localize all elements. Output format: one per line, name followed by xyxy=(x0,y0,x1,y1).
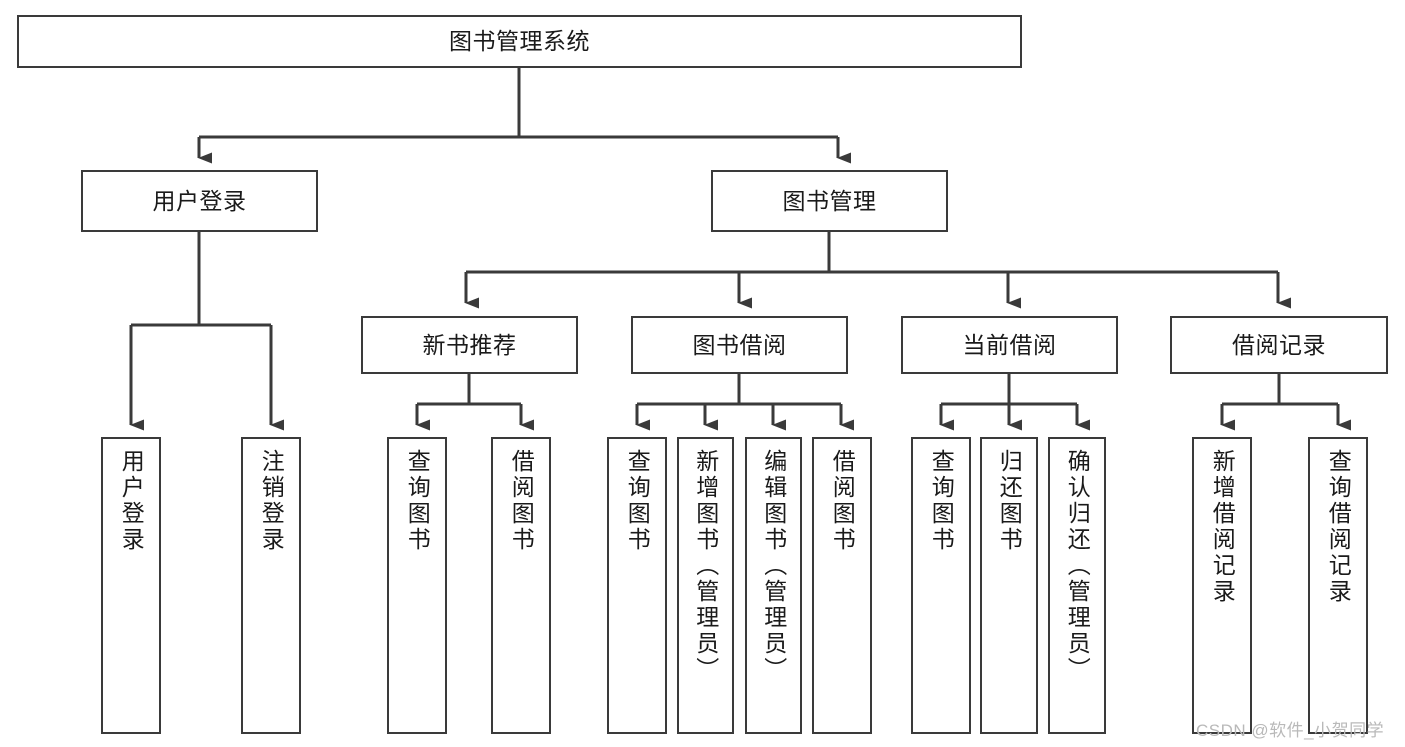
node-label: 图书借阅 xyxy=(692,331,787,358)
node-leaf-borrow-book-2[interactable]: 借阅图书 xyxy=(812,437,872,734)
node-label: 用户登录 xyxy=(118,449,145,553)
node-label: 查询图书 xyxy=(404,449,431,553)
node-leaf-edit-book[interactable]: 编辑图书（管理员） xyxy=(745,437,802,734)
node-leaf-logout[interactable]: 注销登录 xyxy=(241,437,301,734)
node-label: 注销登录 xyxy=(258,449,285,553)
node-user-login[interactable]: 用户登录 xyxy=(81,170,318,232)
node-label: 借阅记录 xyxy=(1232,331,1326,358)
node-label: 借阅图书 xyxy=(829,449,856,553)
node-label: 编辑图书（管理员） xyxy=(760,449,787,683)
node-label: 查询借阅记录 xyxy=(1325,449,1352,605)
node-label: 用户登录 xyxy=(152,187,247,214)
node-label: 图书管理 xyxy=(782,187,877,214)
node-label: 新增图书（管理员） xyxy=(692,449,719,683)
node-label: 新书推荐 xyxy=(422,331,517,358)
node-current-borrow[interactable]: 当前借阅 xyxy=(901,316,1118,374)
node-leaf-query-record[interactable]: 查询借阅记录 xyxy=(1308,437,1368,734)
node-label: 归还图书 xyxy=(996,449,1023,553)
node-label: 借阅图书 xyxy=(508,449,535,553)
node-leaf-query-book-1[interactable]: 查询图书 xyxy=(387,437,447,734)
node-borrow-record[interactable]: 借阅记录 xyxy=(1170,316,1388,374)
node-label: 查询图书 xyxy=(928,449,955,553)
node-label: 查询图书 xyxy=(624,449,651,553)
node-label: 新增借阅记录 xyxy=(1209,449,1236,605)
node-book-borrow[interactable]: 图书借阅 xyxy=(631,316,848,374)
node-leaf-borrow-book-1[interactable]: 借阅图书 xyxy=(491,437,551,734)
node-label: 图书管理系统 xyxy=(449,28,590,55)
node-new-book-recommend[interactable]: 新书推荐 xyxy=(361,316,578,374)
node-leaf-query-book-2[interactable]: 查询图书 xyxy=(607,437,667,734)
node-leaf-query-book-3[interactable]: 查询图书 xyxy=(911,437,971,734)
node-leaf-user-login[interactable]: 用户登录 xyxy=(101,437,161,734)
node-leaf-return-book[interactable]: 归还图书 xyxy=(980,437,1038,734)
node-label: 当前借阅 xyxy=(962,331,1057,358)
node-label: 确认归还（管理员） xyxy=(1064,449,1091,683)
node-leaf-add-book[interactable]: 新增图书（管理员） xyxy=(677,437,734,734)
node-book-manage[interactable]: 图书管理 xyxy=(711,170,948,232)
node-root-system[interactable]: 图书管理系统 xyxy=(17,15,1022,68)
watermark-text: CSDN @软件_小贺同学 xyxy=(1196,721,1385,740)
node-leaf-add-record[interactable]: 新增借阅记录 xyxy=(1192,437,1252,734)
node-leaf-confirm-return[interactable]: 确认归还（管理员） xyxy=(1048,437,1106,734)
